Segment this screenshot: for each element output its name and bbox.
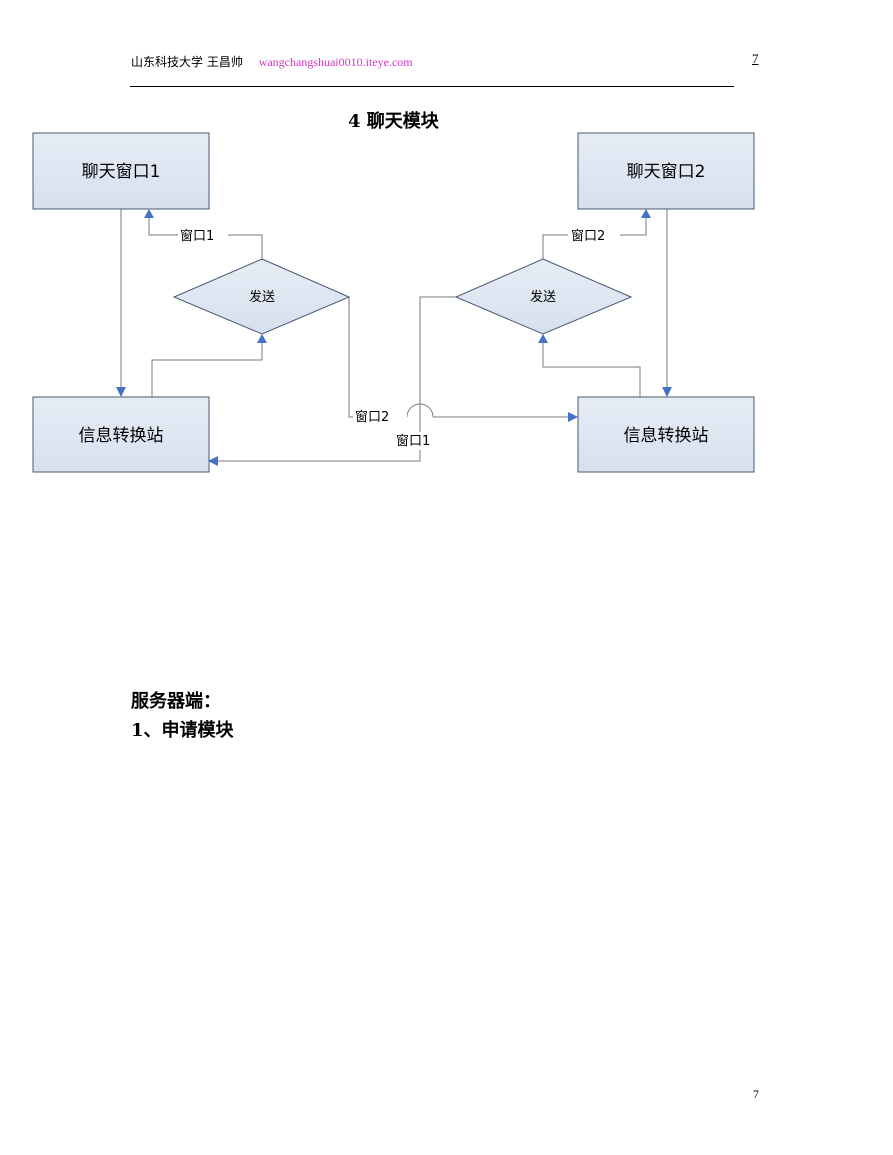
header-site-link[interactable]: wangchangshuai0010.iteye.com bbox=[258, 55, 413, 69]
line-exchange-right-to-send-right bbox=[542, 342, 641, 397]
header-author-and-site: 山东科技大学 王昌帅 wangchangshuai0010.iteye.com bbox=[131, 53, 413, 70]
arrow-into-send-left bbox=[257, 334, 267, 343]
exchange-right-label: 信息转换站 bbox=[624, 426, 709, 446]
arrowheads bbox=[116, 209, 672, 466]
send-left-label: 发送 bbox=[249, 289, 275, 305]
label-window2-top: 窗口2 bbox=[571, 228, 605, 244]
arrow-into-cw1 bbox=[144, 209, 154, 218]
arrow-into-send-right bbox=[538, 334, 548, 343]
footer-page-number: 7 bbox=[753, 1087, 759, 1101]
arrow-into-exchange-left bbox=[116, 387, 126, 397]
line-send-right-to-exchange-left bbox=[218, 296, 456, 462]
send-right-diamond bbox=[454, 258, 633, 335]
label-window1-cross: 窗口1 bbox=[396, 433, 430, 449]
line-send-left-to-exchange-right bbox=[348, 297, 407, 418]
exchange-left-box bbox=[32, 396, 210, 473]
arrow-into-exchange-right-left bbox=[568, 412, 578, 422]
connector-lines bbox=[120, 209, 668, 462]
exchange-left-label: 信息转换站 bbox=[79, 426, 164, 446]
line-exchange-left-to-send-left bbox=[151, 342, 263, 397]
send-left-diamond bbox=[172, 258, 351, 335]
send-right-label: 发送 bbox=[530, 289, 556, 305]
arrow-into-cw2 bbox=[641, 209, 651, 218]
chat-window-2-box bbox=[577, 132, 755, 210]
chat-window-1-box bbox=[32, 132, 210, 210]
arrow-into-exchange-left-bottom bbox=[208, 456, 218, 466]
header-page-number: 7 bbox=[752, 51, 759, 66]
server-heading: 服务器端： bbox=[131, 691, 221, 712]
label-window1-top: 窗口1 bbox=[180, 228, 214, 244]
section-title: 4 聊天模块 bbox=[348, 111, 439, 132]
apply-module-heading: 1、申请模块 bbox=[131, 720, 234, 741]
header-divider bbox=[130, 86, 734, 87]
label-window2-cross: 窗口2 bbox=[355, 409, 389, 425]
arrow-into-exchange-right bbox=[662, 387, 672, 397]
header-author: 山东科技大学 王昌帅 bbox=[131, 55, 243, 69]
chat-window-2-label: 聊天窗口2 bbox=[627, 162, 706, 182]
exchange-right-box bbox=[577, 396, 755, 473]
chat-window-1-label: 聊天窗口1 bbox=[82, 162, 161, 182]
